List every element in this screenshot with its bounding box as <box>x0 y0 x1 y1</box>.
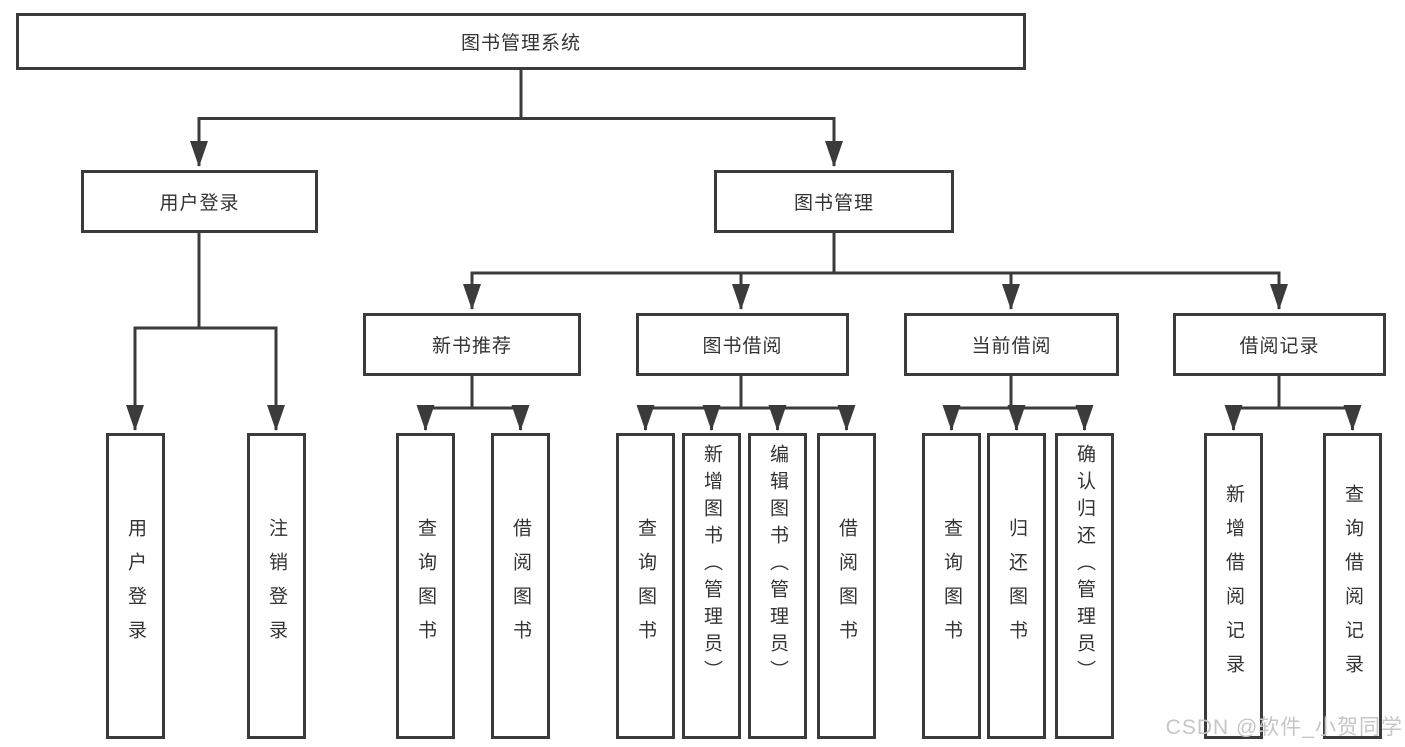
leaf-label: 查询图书 <box>415 518 436 654</box>
leaf-label: 借阅图书 <box>510 518 531 654</box>
leaf-label: 新增借阅记录 <box>1223 484 1244 688</box>
node-label: 图书借阅 <box>702 336 783 357</box>
leaf-logout: 注销登录 <box>247 433 306 739</box>
leaf-return-books: 归还图书 <box>987 433 1046 739</box>
leaf-label: 查询图书 <box>635 518 656 654</box>
leaf-label: 注销登录 <box>266 518 287 654</box>
node-library-management-system: 图书管理系统 <box>16 13 1026 70</box>
node-book-management: 图书管理 <box>714 170 954 233</box>
leaf-label: 用户登录 <box>125 518 146 654</box>
node-new-book-recommend: 新书推荐 <box>363 313 581 376</box>
leaf-label: 新增图书（管理员） <box>701 444 722 687</box>
leaf-label: 确认归还（管理员） <box>1074 444 1095 687</box>
leaf-borrow-books-recommend: 借阅图书 <box>491 433 550 739</box>
node-label: 图书管理系统 <box>460 33 581 54</box>
csdn-watermark: CSDN @软件_小贺同学 <box>1165 716 1403 739</box>
leaf-label: 查询图书 <box>941 518 962 654</box>
leaf-add-books-admin: 新增图书（管理员） <box>682 433 741 739</box>
leaf-query-books-recommend: 查询图书 <box>396 433 455 739</box>
node-label: 图书管理 <box>793 193 874 214</box>
leaf-add-borrow-record: 新增借阅记录 <box>1204 433 1263 739</box>
leaf-label: 借阅图书 <box>836 518 857 654</box>
leaf-label: 归还图书 <box>1006 518 1027 654</box>
leaf-query-books-borrow: 查询图书 <box>616 433 675 739</box>
node-label: 新书推荐 <box>431 336 512 357</box>
node-label: 当前借阅 <box>971 336 1052 357</box>
node-label: 用户登录 <box>159 193 240 214</box>
node-book-borrow: 图书借阅 <box>636 313 849 376</box>
leaf-label: 查询借阅记录 <box>1342 484 1363 688</box>
node-label: 借阅记录 <box>1239 336 1320 357</box>
leaf-edit-books-admin: 编辑图书（管理员） <box>748 433 807 739</box>
leaf-query-books-current: 查询图书 <box>922 433 981 739</box>
node-borrow-records: 借阅记录 <box>1173 313 1386 376</box>
leaf-label: 编辑图书（管理员） <box>767 444 788 687</box>
node-user-login: 用户登录 <box>81 170 318 233</box>
leaf-confirm-return-admin: 确认归还（管理员） <box>1055 433 1114 739</box>
leaf-user-login: 用户登录 <box>106 433 165 739</box>
node-current-borrow: 当前借阅 <box>904 313 1119 376</box>
leaf-query-borrow-record: 查询借阅记录 <box>1323 433 1382 739</box>
leaf-borrow-books: 借阅图书 <box>817 433 876 739</box>
